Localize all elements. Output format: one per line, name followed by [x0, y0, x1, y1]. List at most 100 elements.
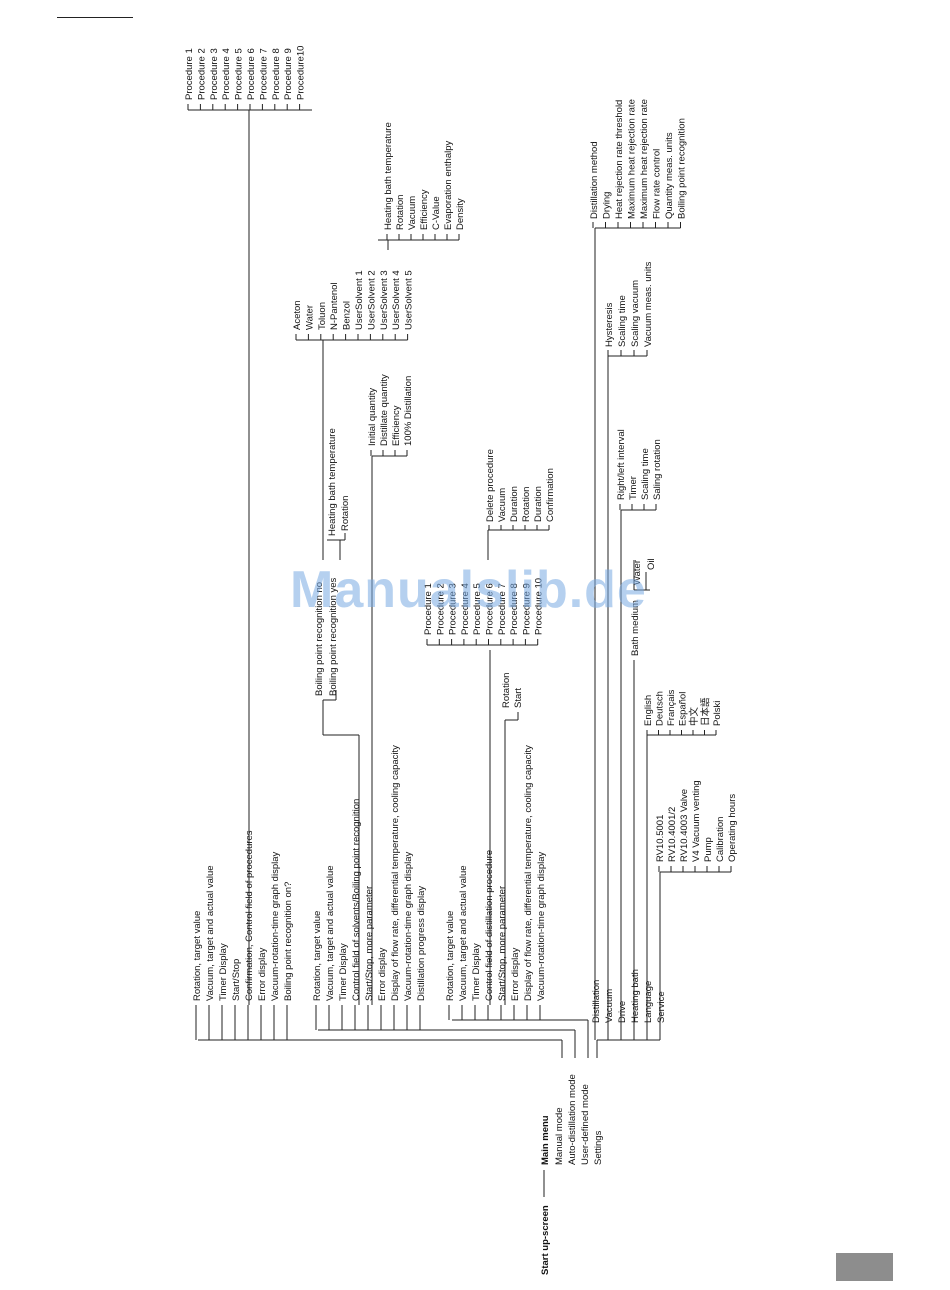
service-item-item: Pump [703, 837, 714, 862]
vacuum-setting-item: Vacuum meas. units [643, 261, 654, 347]
auto-item-item: Control field of solvents/Boiling point … [351, 799, 362, 1001]
user-item-item: Timer Display [471, 943, 482, 1001]
vacuum-setting-item: Scaling vacuum [630, 280, 641, 347]
manual-item-item: Error display [257, 947, 268, 1001]
vacuum-setting-item: Hysteresis [604, 302, 615, 347]
procedure-item-item: Procedure 6 [246, 48, 257, 100]
language-item-item: Español [678, 692, 689, 726]
manual-item-item: Vacuum, target and actual value [205, 865, 216, 1001]
page-number-box [836, 1253, 893, 1281]
solvent-item-item: UserSolvent 2 [366, 270, 377, 330]
more-param-item-item: 100% Distillation [403, 376, 414, 446]
solvent-param-item-item: Density [455, 198, 466, 230]
bath-option-item: Water [632, 560, 643, 585]
auto-item-item: Vacuum, target and actual value [325, 865, 336, 1001]
settings-item: Distillation [591, 980, 602, 1023]
language-item-item: Français [666, 689, 677, 726]
solvent-param-item-item: Evaporation enthalpy [443, 140, 454, 230]
user-procedure-item-item: Procedure 7 [497, 583, 508, 635]
user-item-item: Rotation, target value [445, 911, 456, 1001]
drive-setting-item: Scaling time [640, 448, 651, 500]
manual-item-item: Vacuum-rotation-time graph display [270, 851, 281, 1001]
procedure-item-item: Procedure 3 [209, 48, 220, 100]
user-procedure-item-item: Procedure 2 [435, 583, 446, 635]
manual-item-item: Start/Stop [231, 959, 242, 1001]
language-item-item: 中文 [688, 707, 700, 727]
service-item-item: RV10.4001/2 [667, 807, 678, 862]
bp-yes-item: Rotation [340, 496, 351, 531]
user-procedure-item-item: Procedure 1 [423, 583, 434, 635]
mode-item: Manual mode [554, 1107, 565, 1165]
auto-item-item: Rotation, target value [312, 911, 323, 1001]
drive-setting-item: Timer [628, 476, 639, 500]
solvent-item-item: UserSolvent 5 [404, 270, 415, 330]
bp-option-item: Boiling point recognition no [314, 582, 325, 696]
user-procedure-item-item: Procedure 4 [460, 583, 471, 635]
solvent-item-item: UserSolvent 1 [354, 270, 365, 330]
distillation-setting-item: Maximum heat rejection rate [627, 99, 638, 219]
mode-item: User-defined mode [580, 1084, 591, 1165]
language-item-item: Polski [712, 701, 723, 726]
settings-item: Vacuum [604, 989, 615, 1023]
user-procedure-item-item: Procedure 10 [534, 578, 545, 635]
bp-yes-item: Heating bath temperature [327, 428, 338, 536]
service-item-item: RV10.5001 [655, 815, 666, 862]
distillation-setting-item: Distillation method [589, 141, 600, 219]
user-procedure-item-item: Procedure 3 [448, 583, 459, 635]
proc-param-item-item: Confirmation [545, 468, 556, 522]
service-item-item: RV10.4003 Valve [679, 789, 690, 862]
auto-item-item: Error display [377, 947, 388, 1001]
user-item-item: Vacuum-rotation-time graph display [536, 851, 547, 1001]
auto-item-item: Start/Stop, more parameter [364, 886, 375, 1001]
procedure-item-item: Procedure 9 [283, 48, 294, 100]
procedure-item-item: Procedure 1 [184, 48, 195, 100]
distillation-setting-item: Quantity meas. units [664, 132, 675, 219]
user-item-item: Start/Stop, more parameter [497, 886, 508, 1001]
distillation-setting-item: Boiling point recognition [677, 118, 688, 219]
watermark: Manualslib.de [290, 561, 647, 619]
more-param-item-item: Distillate quantity [379, 374, 390, 446]
solvent-param-item-item: Heating bath temperature [383, 122, 394, 230]
solvent-item-item: Aceton [292, 300, 303, 330]
manual-item-item: Timer Display [218, 943, 229, 1001]
auto-item-item: Display of flow rate, differential tempe… [390, 745, 401, 1001]
header-rule [57, 17, 133, 18]
distillation-setting-item: Heat rejection rate threshold [614, 100, 625, 219]
bath-option-item: Oil [646, 558, 657, 570]
service-item-item: Calibration [715, 817, 726, 862]
solvent-item-item: UserSolvent 3 [379, 270, 390, 330]
solvent-item-item: N-Pantenol [329, 282, 340, 330]
procedure-item-item: Procedure 8 [271, 48, 282, 100]
distillation-setting-item: Maximum heat rejection rate [639, 99, 650, 219]
proc-param-item-item: Rotation [521, 487, 532, 522]
language-item-item: 日本語 [700, 697, 712, 726]
manual-item-item: Rotation, target value [192, 911, 203, 1001]
procedure-item-item: Procedure 2 [196, 48, 207, 100]
auto-item-item: Timer Display [338, 943, 349, 1001]
language-item-item: Deutsch [655, 691, 666, 726]
user-procedure-item-item: Procedure 8 [509, 583, 520, 635]
settings-item: Drive [617, 1001, 628, 1023]
solvent-item-item: Toluon [317, 302, 328, 330]
auto-item-item: Distillation progress display [416, 886, 427, 1001]
user-start-item: Rotation [501, 673, 512, 708]
solvent-param-item-item: Rotation [395, 195, 406, 230]
solvent-param-item-item: Efficiency [419, 189, 430, 230]
procedure-item-item: Procedure10 [296, 46, 307, 100]
bp-option-item: Boiling point recognition yes [328, 577, 339, 696]
procedure-item-item: Procedure 7 [258, 48, 269, 100]
auto-item-item: Vacuum-rotation-time graph display [403, 851, 414, 1001]
service-item-item: Operating hours [727, 794, 738, 862]
user-start-item: Start [513, 688, 524, 708]
settings-item: Service [656, 991, 667, 1023]
solvent-param-item-item: C-Value [431, 196, 442, 230]
drive-setting-item: Saling rotation [652, 439, 663, 500]
start-up-screen-label: Start up-screen [540, 1205, 551, 1275]
mode-item: Auto-distillation mode [567, 1074, 578, 1165]
procedure-item-item: Procedure 5 [234, 48, 245, 100]
user-procedure-item-item: Procedure 5 [472, 583, 483, 635]
main-menu-label: Main menu [540, 1115, 551, 1165]
vacuum-setting-item: Scaling time [617, 295, 628, 347]
